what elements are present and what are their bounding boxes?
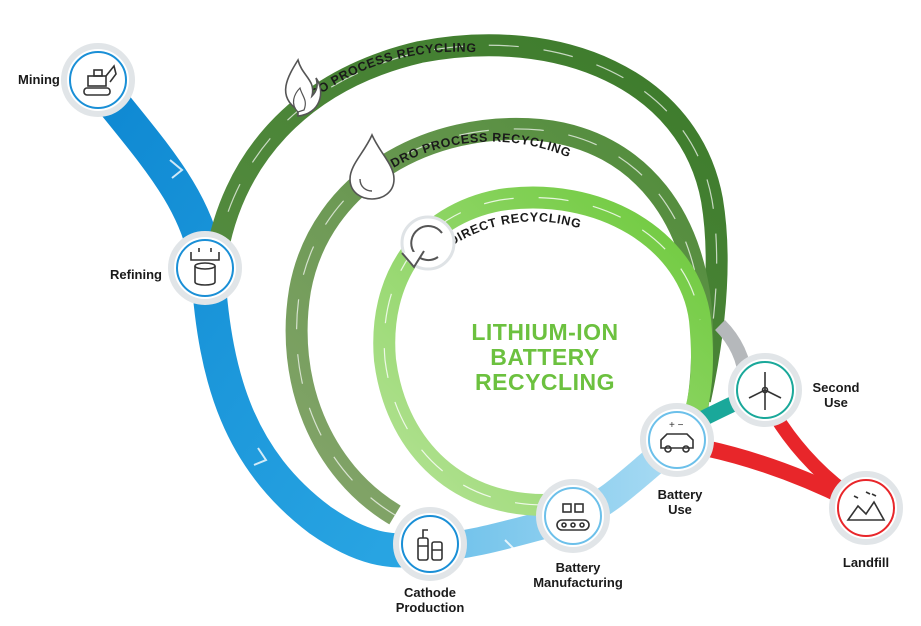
second-use-node xyxy=(728,353,802,427)
hydro-label: HYDRO PROCESS RECYCLING xyxy=(372,131,573,181)
manufacturing-label-1: Battery xyxy=(556,560,602,575)
excavator-icon xyxy=(83,64,117,96)
flame-icon xyxy=(284,57,322,117)
mining-node xyxy=(61,43,135,117)
center-title: LITHIUM-ION BATTERY RECYCLING xyxy=(471,319,618,395)
battery-use-label-1: Battery xyxy=(658,487,704,502)
electric-car-icon: + − xyxy=(660,420,694,453)
refining-node xyxy=(168,231,242,305)
battery-use-node: + − xyxy=(640,403,714,477)
water-drop-icon xyxy=(349,133,395,200)
cathode-node xyxy=(393,507,467,581)
landfill-node xyxy=(829,471,903,545)
battery-use-label-2: Use xyxy=(668,502,692,517)
title-line-1: LITHIUM-ION xyxy=(471,319,618,345)
title-line-3: RECYCLING xyxy=(475,369,615,395)
refinery-crucible-icon xyxy=(190,248,220,286)
landfill-icon xyxy=(846,491,886,521)
second-use-label-1: Second xyxy=(813,380,860,395)
cathode-label-2: Production xyxy=(396,600,465,615)
factory-tanks-icon xyxy=(417,529,443,561)
mining-label: Mining xyxy=(18,72,60,87)
refining-label: Refining xyxy=(110,267,162,282)
manufacturing-label-2: Manufacturing xyxy=(533,575,623,590)
wind-turbine-icon xyxy=(748,372,782,410)
second-use-label-2: Use xyxy=(824,395,848,410)
circular-arrow-icon xyxy=(400,215,456,271)
svg-text:+ −: + − xyxy=(669,420,684,431)
title-line-2: BATTERY xyxy=(490,344,600,370)
conveyor-icon xyxy=(556,503,590,531)
pyro-loop xyxy=(204,34,728,403)
manufacturing-node xyxy=(536,479,610,553)
cathode-label-1: Cathode xyxy=(404,585,456,600)
landfill-label: Landfill xyxy=(843,555,889,570)
